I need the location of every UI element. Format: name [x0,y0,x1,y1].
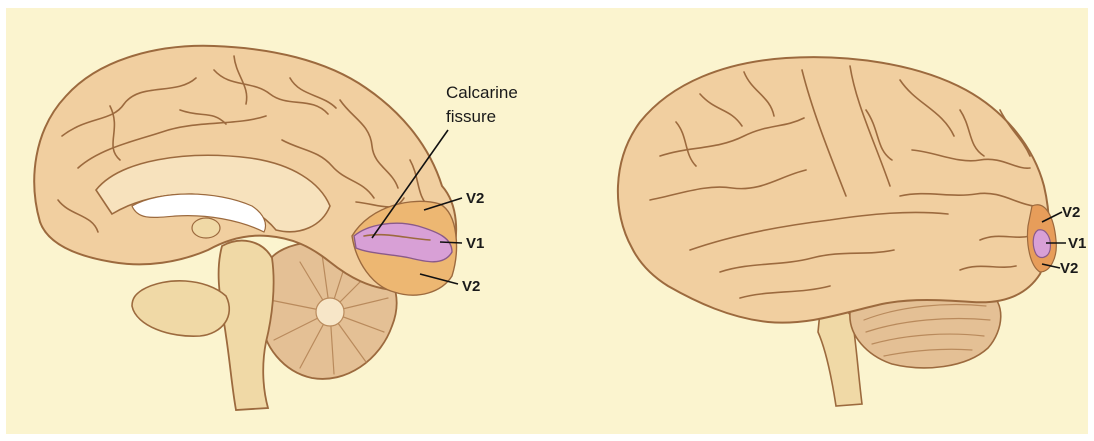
calcarine-label-line-1: Calcarine [446,83,518,102]
lateral-v2-bottom-label: V2 [1060,260,1078,277]
thalamus [192,218,220,238]
lateral-v2-top-label: V2 [1062,204,1080,221]
calcarine-label-line-2: fissure [446,107,496,126]
medial-v1-leader [440,242,462,243]
medial-v2-top-label: V2 [466,190,484,207]
medial-v1-label: V1 [466,235,484,252]
medial-v2-bottom-label: V2 [462,278,480,295]
lateral-v1-label: V1 [1068,235,1086,252]
